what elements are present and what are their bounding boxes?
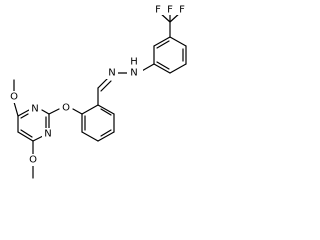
atom-f3: F: [179, 5, 185, 16]
atom-methoxy-o-upper: O: [10, 92, 18, 103]
atom-pyrimidine-n-top: N: [31, 104, 38, 115]
atom-hydrazone-h: H: [130, 57, 138, 68]
bond-pyr-2: [17, 109, 30, 117]
atom-hydrazone-nh: N: [130, 68, 137, 79]
bond-benzene-1: [97, 104, 115, 115]
atom-f2: F: [167, 5, 173, 16]
bond-aryl-inner-3: [156, 40, 170, 49]
atom-methoxy-o-lower: O: [29, 155, 37, 166]
bond-aryl-3: [169, 63, 187, 74]
bond-pyr-inner-3: [20, 129, 33, 138]
bond-pyr-inner-2: [20, 113, 29, 119]
atom-pyrimidine-n-bottom: N: [44, 129, 51, 140]
atom-ether-o: O: [62, 103, 70, 114]
bond-benzene-o: [72, 108, 83, 115]
bond-aryl-1: [169, 36, 187, 47]
bond-pyr-5: [32, 135, 44, 142]
atom-hydrazone-n: N: [108, 68, 115, 79]
bond-benzene-inner-2: [100, 129, 112, 137]
bond-aryl-6: [153, 36, 171, 47]
bond-o-pyrimidine: [48, 108, 60, 115]
bond-benzene-3: [97, 131, 115, 142]
chemical-structure: F F F H N N O N N O O: [8, 4, 187, 179]
bond-aryl-inner-2: [156, 61, 170, 70]
bond-pyr-1: [41, 109, 50, 115]
bond-aryl-4: [153, 63, 171, 74]
bond-benzene-6: [81, 104, 99, 115]
bond-n-ch-double: [100, 80, 112, 92]
bonds: [13, 11, 187, 179]
bond-methoxy-upper: [13, 101, 19, 117]
bond-n-ch: [97, 77, 109, 89]
bond-benzene-4: [81, 131, 99, 142]
bond-benzene-inner-1: [100, 108, 112, 116]
atom-labels: F F F H N N O N N O O: [8, 5, 187, 166]
bond-pyr-4: [17, 131, 34, 142]
atom-f1: F: [155, 5, 161, 16]
